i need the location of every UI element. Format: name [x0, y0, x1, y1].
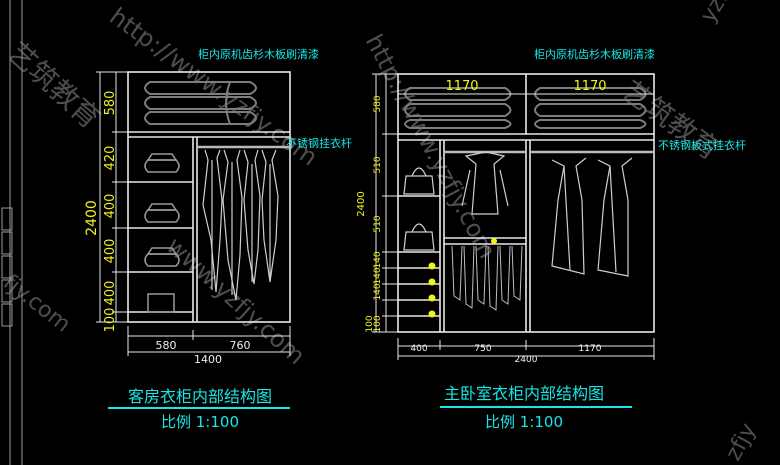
- left-title: 客房衣柜内部结构图: [128, 387, 272, 406]
- right-height-5: 140: [373, 267, 383, 284]
- right-width-1: 400: [410, 344, 427, 354]
- right-height-3: 510: [373, 215, 383, 232]
- left-wardrobe: 柜内原机齿杉木板刷清漆 不锈钢挂衣杆 2400 580 420 400 400 …: [84, 47, 352, 431]
- right-top-width-1: 1170: [445, 79, 478, 94]
- right-height-4: 140: [373, 251, 383, 268]
- right-note-top: 柜内原机齿杉木板刷清漆: [534, 47, 655, 61]
- right-handbags: [403, 167, 435, 251]
- left-height-1: 580: [103, 91, 118, 116]
- left-scale: 比例 1:100: [161, 413, 239, 431]
- left-note-top: 柜内原机齿杉木板刷清漆: [198, 47, 319, 61]
- right-scale: 比例 1:100: [485, 413, 563, 431]
- left-height-total: 2400: [84, 200, 100, 236]
- left-width-1: 580: [156, 339, 177, 352]
- right-long-coats: [551, 157, 633, 277]
- right-drawer-knobs: [428, 238, 497, 318]
- left-width-2: 760: [230, 339, 251, 352]
- right-dimension-lines: [372, 73, 655, 360]
- left-cabinet-outline: [127, 71, 291, 323]
- right-height-total: 2400: [356, 191, 367, 216]
- watermark-corner-topright: yzfjy: [696, 0, 744, 27]
- watermark-edu-left: 艺筑教育: [1, 36, 106, 135]
- right-jackets: [461, 151, 509, 215]
- right-trousers: [451, 245, 523, 311]
- right-top-width-2: 1170: [573, 79, 606, 94]
- right-note-rod: 不锈钢板式挂衣杆: [658, 138, 746, 152]
- left-height-3: 400: [103, 194, 118, 219]
- left-dimension-lines: [96, 71, 291, 356]
- left-height-4: 400: [103, 239, 118, 264]
- right-width-3: 1170: [579, 344, 602, 354]
- left-height-2: 420: [103, 146, 118, 171]
- frame-lines: [1, 0, 23, 465]
- right-height-2: 510: [373, 156, 383, 173]
- left-height-5: 400: [103, 281, 118, 306]
- right-title: 主卧室衣柜内部结构图: [444, 384, 604, 403]
- left-note-rod: 不锈钢挂衣杆: [286, 136, 352, 150]
- right-wardrobe: 柜内原机齿杉木板刷清漆 不锈钢板式挂衣杆 1170 1170 2400 580 …: [356, 47, 746, 431]
- left-folded-clothes: [144, 153, 180, 313]
- left-storage-box: [147, 293, 175, 313]
- left-folded-items-top: [144, 81, 257, 125]
- right-height-1: 580: [373, 95, 383, 112]
- right-height-8: 100: [373, 315, 383, 332]
- left-width-total: 1400: [194, 353, 222, 366]
- right-folded-items-top: [404, 87, 647, 129]
- left-height-6: 100: [103, 308, 118, 333]
- right-height-7: 100: [365, 315, 375, 332]
- right-width-total: 2400: [515, 355, 538, 365]
- right-height-6: 140: [373, 283, 383, 300]
- left-hanging-clothes: [202, 149, 279, 301]
- right-width-2: 750: [474, 344, 491, 354]
- watermark-corner-bottomright: zfjy: [721, 419, 761, 465]
